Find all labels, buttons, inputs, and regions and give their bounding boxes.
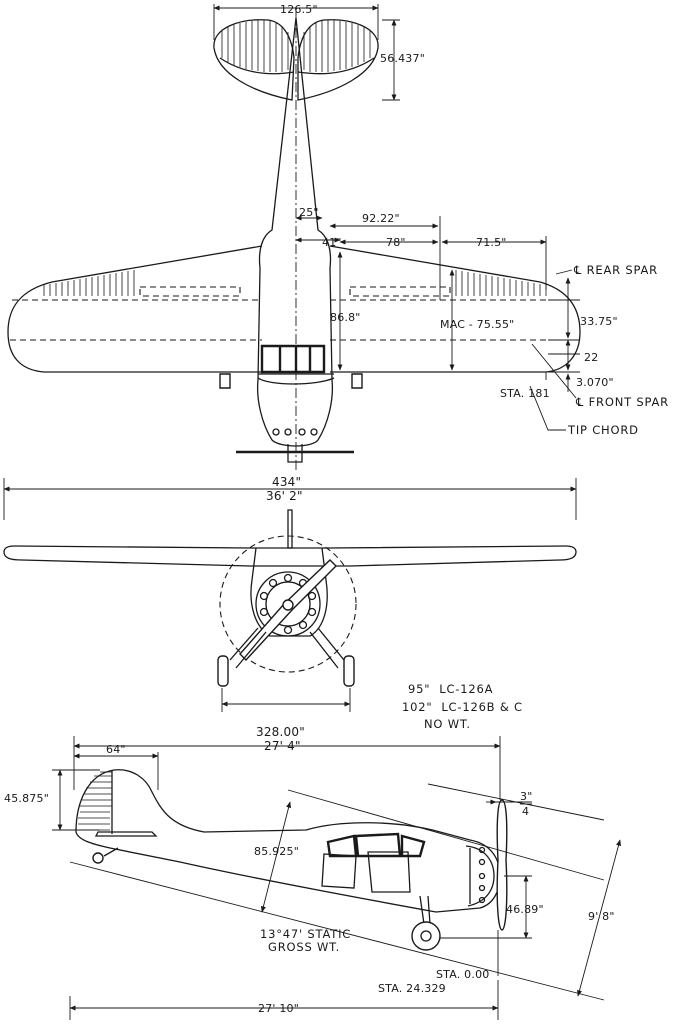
dim-length-feet: 27' 4": [264, 739, 301, 753]
fin-front: [287, 509, 293, 549]
dim-85-925: 85.925": [254, 845, 299, 858]
front-spar-label: ℄ FRONT SPAR: [575, 395, 669, 409]
note-line-2: 102" LC-126B & C: [402, 700, 523, 714]
front-view: 434" 36' 2" 95" LC-126A 102" LC-126B & C…: [3, 475, 577, 731]
propeller-side: [496, 799, 508, 931]
sta-181: STA. 181: [500, 387, 550, 400]
door-outline: [321, 851, 411, 893]
dim-root-chord: 86.8": [330, 311, 361, 324]
landing-gear-front: [229, 627, 345, 669]
side-view: 328.00" 27' 4" 64" 45.875": [4, 725, 621, 1020]
cockpit-windows: [260, 344, 326, 374]
cabin-windows: [326, 832, 426, 858]
dim-tail-span: 126.5": [280, 3, 318, 16]
aileron-hatching: [43, 270, 547, 296]
prop-disc: [219, 535, 357, 673]
dim-64: 64": [106, 743, 126, 756]
dim-92-22: 92.22": [362, 212, 400, 225]
rear-spar-label: ℄ REAR SPAR: [573, 263, 658, 277]
dim-45-875: 45.875": [4, 792, 49, 805]
engine-cowl: [255, 571, 321, 637]
horizontal-tail-right: [297, 19, 379, 101]
dim-3-4-den: 4: [522, 805, 529, 818]
dim-71-5: 71.5": [476, 236, 507, 249]
horizontal-tail-left: [213, 19, 295, 101]
static-label-2: GROSS WT.: [268, 940, 340, 954]
dim-78: 78": [386, 236, 406, 249]
dim-22: 22: [584, 351, 598, 364]
dim-overall-length: 27' 10": [258, 1002, 299, 1015]
tip-chord-label: TIP CHORD: [567, 423, 639, 437]
static-label-1: 13°47' STATIC: [260, 927, 351, 941]
fuselage-side: [75, 769, 501, 913]
sta-0: STA. 0.00: [436, 968, 489, 981]
note-line-1: 95" LC-126A: [408, 682, 493, 696]
dim-span-feet: 36' 2": [266, 489, 303, 503]
dim-41: 41": [322, 236, 342, 249]
rudder-hatching: [78, 770, 113, 834]
dim-3-070: 3.070": [576, 376, 614, 389]
mac-label: MAC - 75.55": [440, 318, 514, 331]
dim-3-4-num: 3": [520, 790, 532, 803]
dim-span-inches: 434": [272, 475, 301, 489]
note-line-3: NO WT.: [424, 717, 471, 731]
sta-24: STA. 24.329: [378, 982, 446, 995]
dim-tail-chord: 56.437": [380, 52, 425, 65]
wing-planform: [7, 245, 581, 373]
landing-gear-side: [419, 895, 431, 925]
wing-front: [3, 545, 577, 567]
dim-33-75: 33.75": [580, 315, 618, 328]
dim-length-inches: 328.00": [256, 725, 305, 739]
top-view: 126.5" 56.437" 25" 92.22" 41" 78" 71.5" …: [7, 3, 669, 470]
dim-25: 25": [299, 206, 319, 219]
dim-46-89: 46.89": [506, 903, 544, 916]
dim-9-8: 9' 8": [588, 910, 615, 923]
